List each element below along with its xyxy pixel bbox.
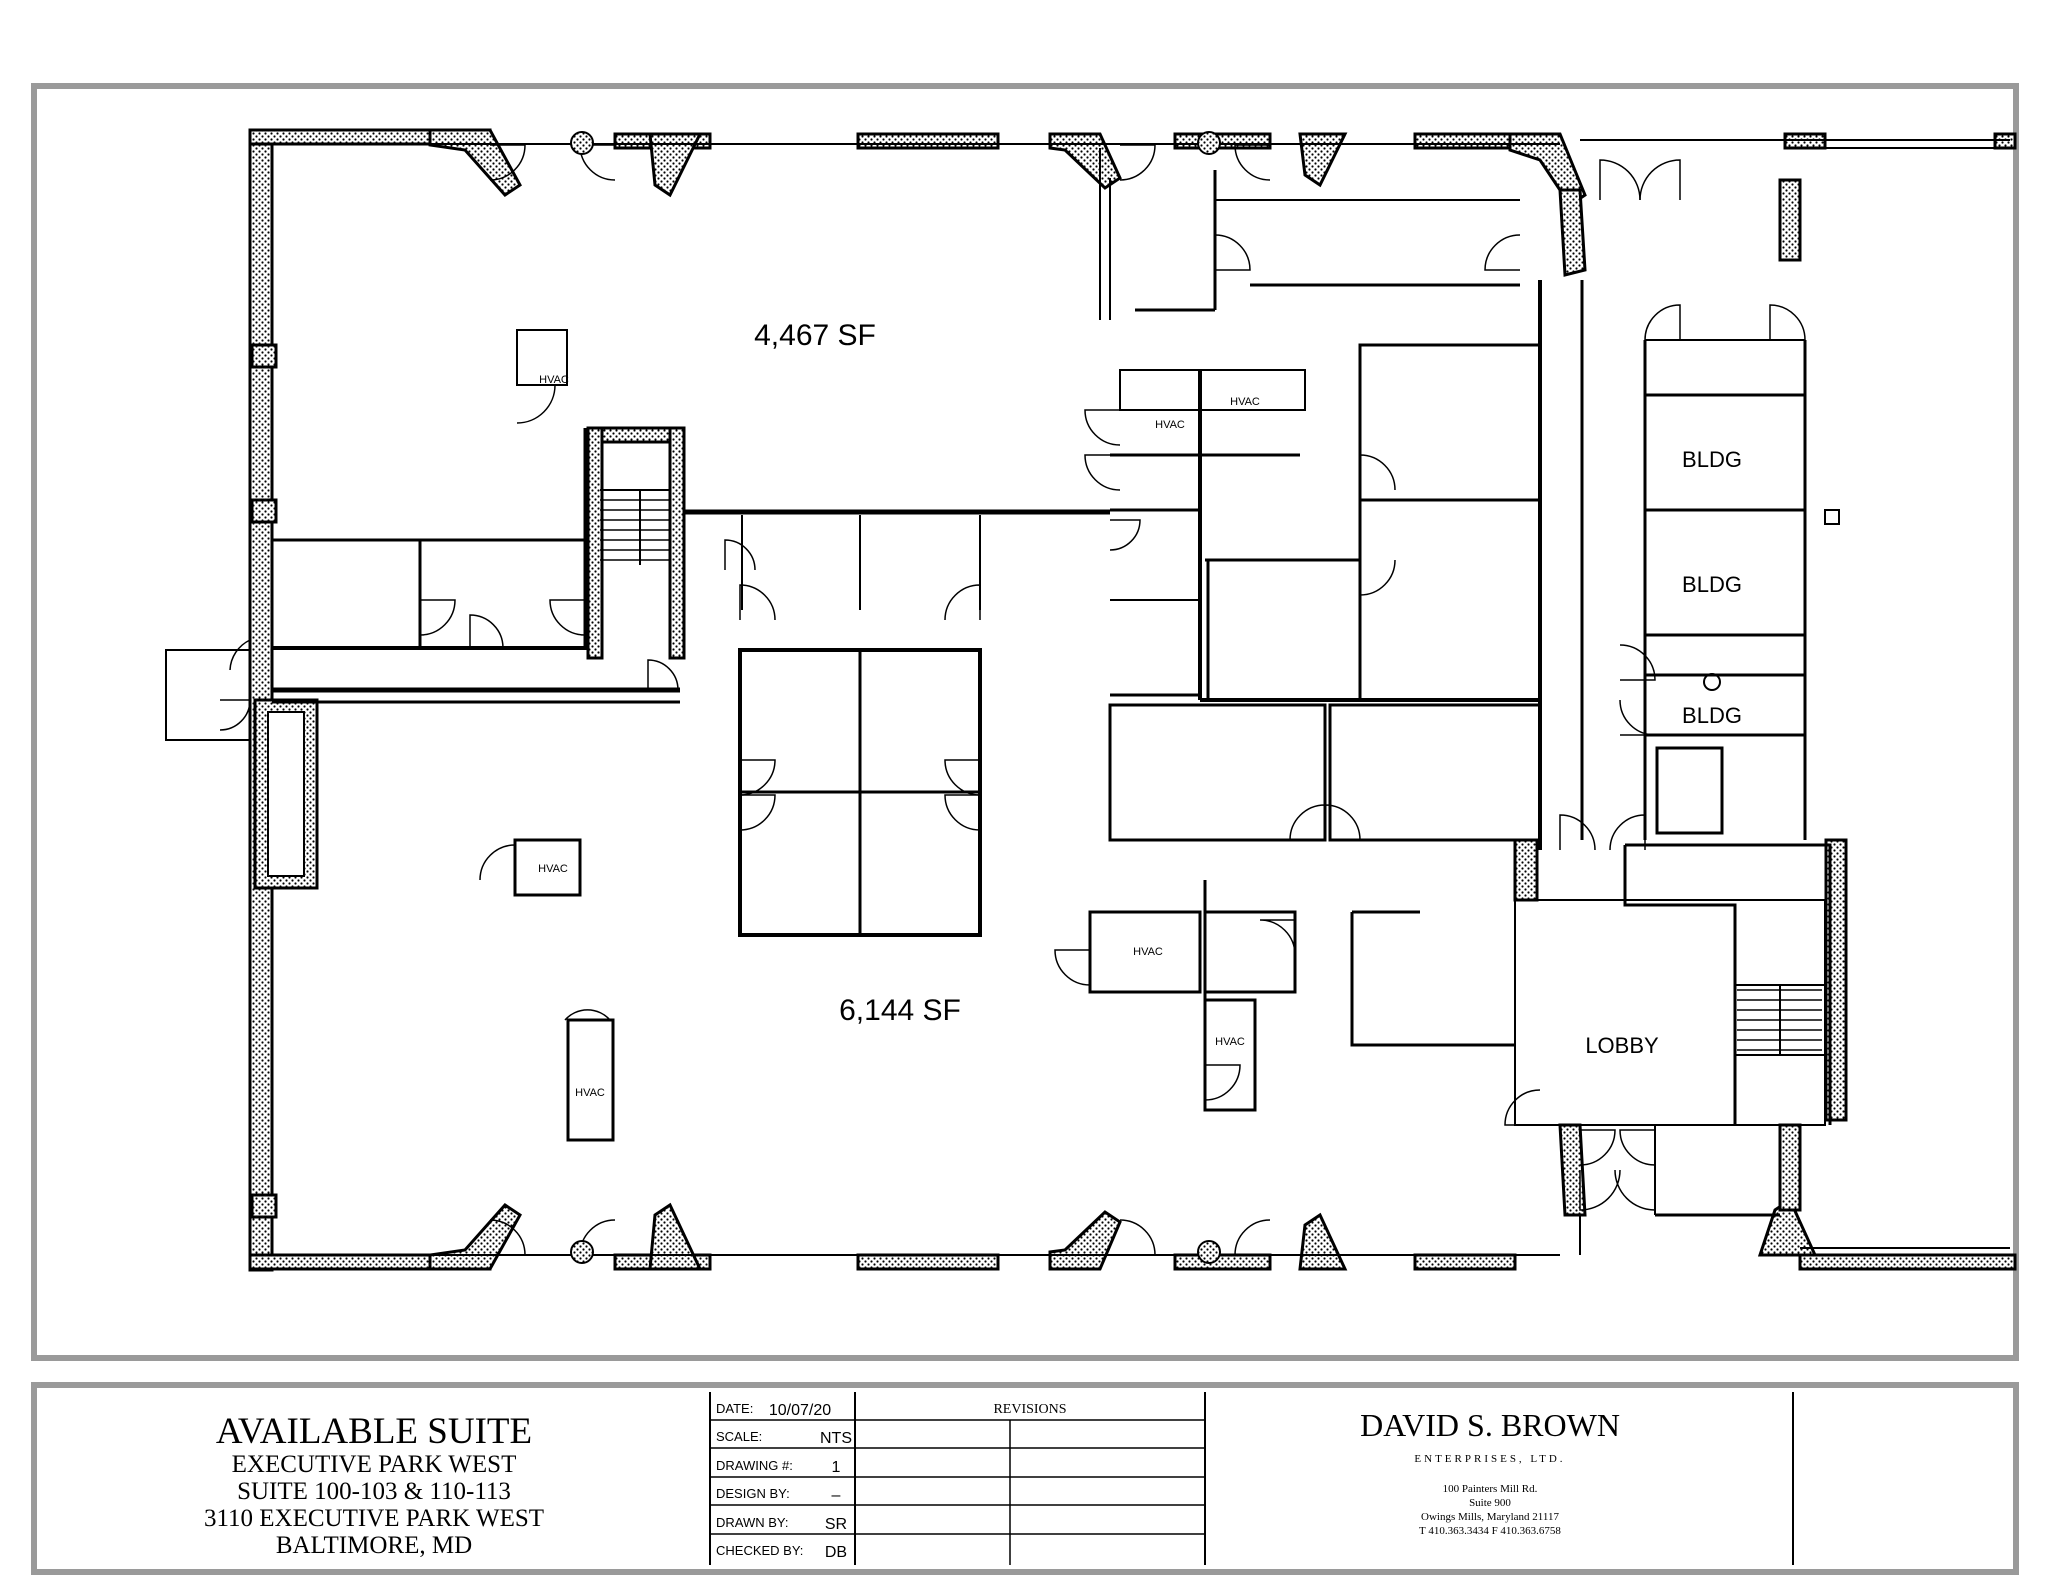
west-entrance bbox=[165, 649, 680, 890]
company-name: DAVID S. BROWN bbox=[1360, 1407, 1620, 1443]
hvac-label: HVAC bbox=[539, 374, 569, 386]
bldg-label: BLDG bbox=[1682, 572, 1742, 597]
field-value-design: – bbox=[832, 1487, 841, 1504]
title-block-line: EXECUTIVE PARK WEST bbox=[232, 1451, 517, 1478]
hvac-label: HVAC bbox=[1230, 396, 1260, 408]
hvac-label: HVAC bbox=[1133, 946, 1163, 958]
revisions-header: REVISIONS bbox=[993, 1402, 1066, 1417]
hvac-label: HVAC bbox=[1155, 419, 1185, 431]
round-columns bbox=[570, 131, 1840, 1264]
bldg-label: BLDG bbox=[1682, 447, 1742, 472]
field-label-date: DATE: bbox=[716, 1401, 753, 1416]
drawing-frame bbox=[31, 83, 2019, 1361]
field-label-design: DESIGN BY: bbox=[716, 1486, 790, 1501]
stair-treads bbox=[600, 489, 1822, 1055]
field-value-drawn: SR bbox=[825, 1516, 847, 1533]
field-label-scale: SCALE: bbox=[716, 1429, 762, 1444]
lobby-label: LOBBY bbox=[1585, 1033, 1659, 1058]
company-address-line: Suite 900 bbox=[1469, 1497, 1511, 1509]
area-label-lower: 6,144 SF bbox=[839, 994, 961, 1027]
area-label-upper: 4,467 SF bbox=[754, 319, 876, 352]
bldg-label: BLDG bbox=[1682, 703, 1742, 728]
door-swings bbox=[219, 144, 1806, 1256]
title-block-line: SUITE 100-103 & 110-113 bbox=[237, 1478, 511, 1505]
title-block-line: 3110 EXECUTIVE PARK WEST bbox=[204, 1505, 544, 1532]
company-address-line: 100 Painters Mill Rd. bbox=[1443, 1483, 1538, 1495]
exterior-walls bbox=[248, 128, 2017, 1272]
field-label-drawn: DRAWN BY: bbox=[716, 1515, 788, 1530]
title-block-title: AVAILABLE SUITE bbox=[216, 1411, 532, 1452]
field-value-drawing: 1 bbox=[832, 1459, 841, 1476]
title-block bbox=[31, 1382, 2019, 1575]
field-label-checked: CHECKED BY: bbox=[716, 1543, 803, 1558]
outline-walls bbox=[272, 139, 2010, 1256]
company-address-line: T 410.363.3434 F 410.363.6758 bbox=[1419, 1525, 1561, 1537]
company-address-line: Owings Mills, Maryland 21117 bbox=[1421, 1511, 1559, 1523]
field-label-drawing: DRAWING #: bbox=[716, 1458, 793, 1473]
field-value-date: 10/07/20 bbox=[769, 1402, 831, 1419]
hvac-label: HVAC bbox=[1215, 1036, 1245, 1048]
hvac-label: HVAC bbox=[538, 863, 568, 875]
field-value-scale: NTS bbox=[820, 1430, 852, 1447]
company-subtitle: ENTERPRISES, LTD. bbox=[1414, 1453, 1565, 1465]
title-block-line: BALTIMORE, MD bbox=[276, 1532, 472, 1559]
field-value-checked: DB bbox=[825, 1544, 847, 1561]
hvac-label: HVAC bbox=[575, 1087, 605, 1099]
